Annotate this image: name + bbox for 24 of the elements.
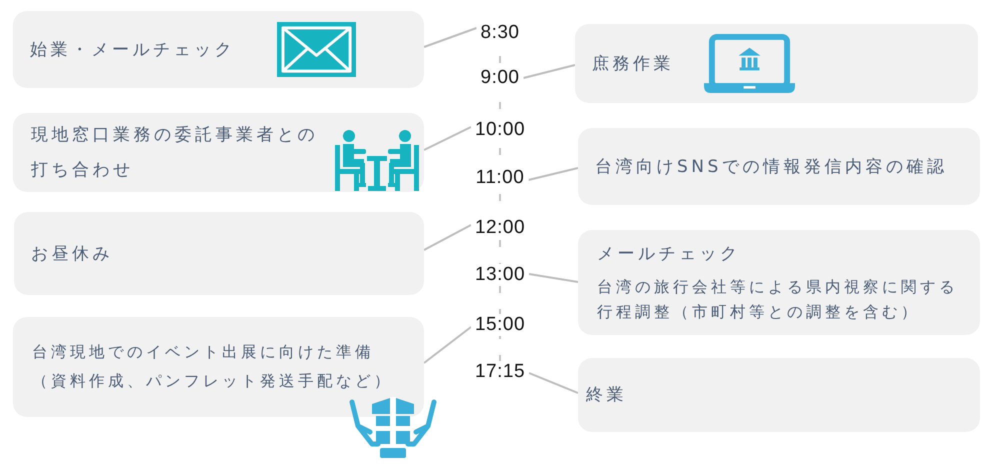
- leader-line: [424, 126, 472, 151]
- leader-line: [424, 224, 472, 251]
- activity-card: [578, 128, 980, 205]
- leader-line: [528, 167, 578, 181]
- activity-text: 終業: [586, 384, 627, 407]
- activity-heading: メールチェック: [597, 242, 740, 266]
- leader-line: [424, 27, 477, 48]
- activity-text: 庶務作業: [592, 52, 674, 76]
- leader-line: [528, 372, 578, 394]
- activity-card: [578, 358, 980, 432]
- activity-text: 台湾向けSNSでの情報発信内容の確認: [595, 156, 948, 178]
- leader-line: [528, 273, 578, 283]
- leader-line: [523, 64, 576, 79]
- activity-card: [14, 212, 424, 295]
- activity-card: [578, 230, 980, 335]
- activity-description: 台湾の旅行会社等による県内視察に関する行程調整（市町村等との調整を含む）: [597, 276, 959, 322]
- leader-line: [423, 326, 472, 364]
- activity-text: 始業・メールチェック: [30, 38, 235, 62]
- activity-text: お昼休み: [31, 242, 113, 266]
- activity-text: 現地窓口業務の委託事業者との打ち合わせ: [31, 124, 319, 182]
- activity-text: 台湾現地でのイベント出展に向けた準備（資料作成、パンフレット発送手配など）: [32, 342, 394, 392]
- activity-card: [13, 113, 424, 192]
- activity-card: [575, 24, 978, 103]
- activity-card: [13, 317, 424, 417]
